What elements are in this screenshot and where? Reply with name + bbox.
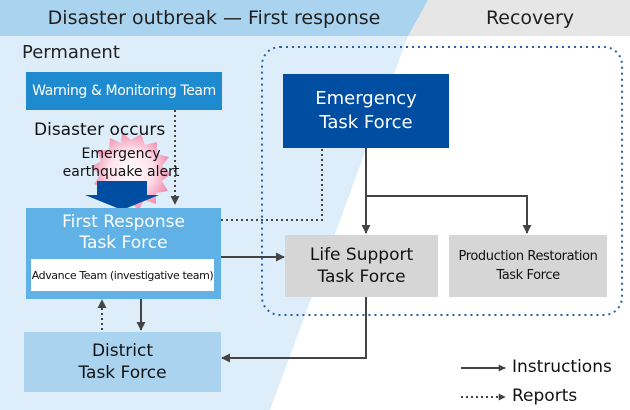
first-response-title: First Response Task Force: [26, 208, 221, 254]
phase-label-recovery: Recovery: [485, 7, 575, 29]
emergency-task-force-line-2: Task Force: [319, 112, 413, 133]
phase-label-first-response: Disaster outbreak — First response: [47, 7, 381, 29]
advance-team-label: Advance Team (investigative team): [31, 268, 214, 282]
legend-reports-label: Reports: [512, 386, 578, 406]
life-support-task-force-box: Life Support Task Force: [285, 235, 438, 297]
earthquake-alert-label: Emergency earthquake alert: [36, 145, 206, 181]
production-restoration-line-2: Task Force: [496, 268, 560, 283]
emergency-task-force-box: Emergency Task Force: [283, 74, 449, 148]
alert-line-2: earthquake alert: [62, 164, 180, 180]
production-restoration-line-1: Production Restoration: [458, 249, 598, 264]
recovery-dotted-frame: [261, 46, 623, 316]
life-support-line-1: Life Support: [309, 245, 414, 265]
production-restoration-task-force-box: Production Restoration Task Force: [449, 235, 607, 297]
first-response-task-force-box: First Response Task Force Advance Team (…: [26, 208, 221, 299]
warning-monitoring-team-box: Warning & Monitoring Team: [26, 72, 222, 110]
first-response-line-1: First Response: [62, 212, 185, 232]
first-response-line-2: Task Force: [79, 233, 168, 253]
disaster-down-arrow: [85, 181, 159, 210]
phase-header-right: [408, 0, 630, 36]
emergency-task-force-line-1: Emergency: [315, 88, 417, 109]
report-arrow-emergency: [221, 135, 327, 221]
district-line-2: Task Force: [78, 363, 167, 383]
warning-monitoring-team-label: Warning & Monitoring Team: [32, 83, 216, 99]
disaster-occurs-label: Disaster occurs: [34, 120, 166, 140]
instruction-arrow-production: [366, 195, 532, 234]
phase-header-left: [0, 0, 460, 36]
advance-team-box: Advance Team (investigative team): [31, 259, 214, 291]
district-task-force-box: District Task Force: [24, 332, 221, 392]
instruction-arrow-life-to-district: [221, 297, 367, 363]
life-support-line-2: Task Force: [317, 267, 406, 287]
alert-line-1: Emergency: [81, 146, 161, 162]
district-line-1: District: [91, 341, 154, 361]
permanent-label: Permanent: [22, 42, 120, 63]
legend-instructions-label: Instructions: [512, 357, 612, 377]
